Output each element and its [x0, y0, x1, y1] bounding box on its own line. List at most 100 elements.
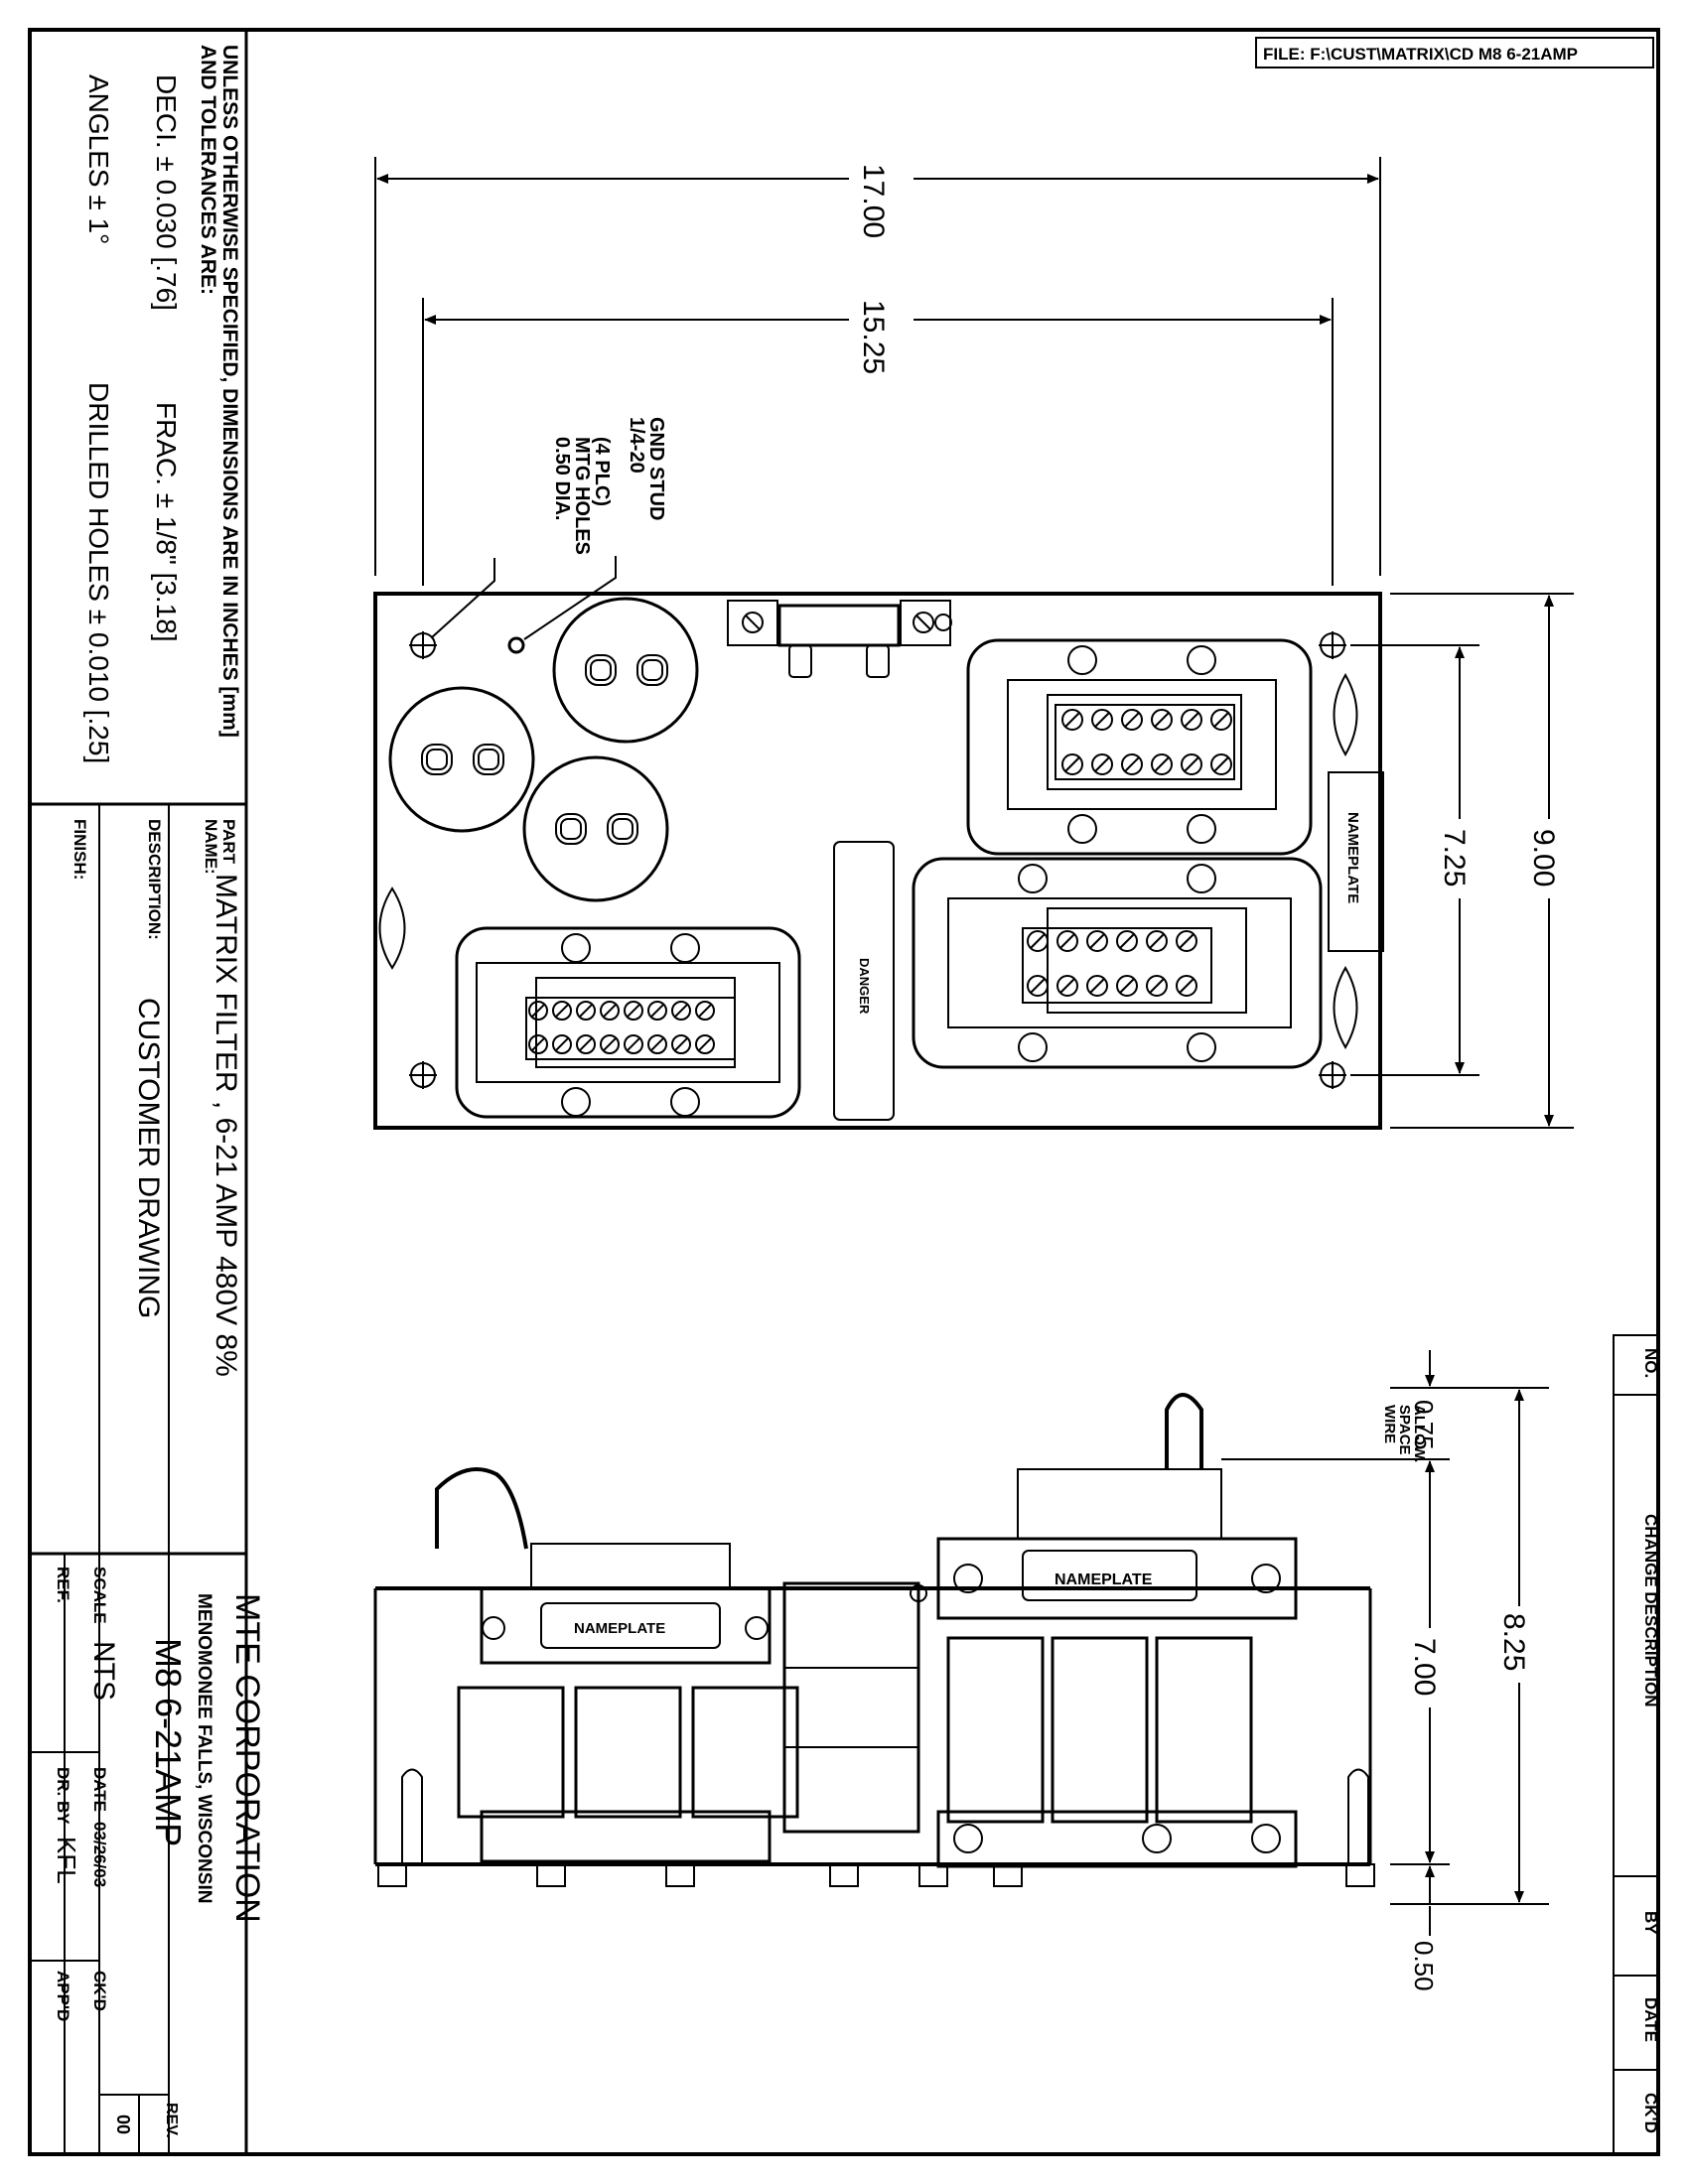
- scale-group: SCALE NTS: [87, 1567, 120, 1701]
- finish-label: FINISH:: [70, 819, 89, 880]
- wire-line1: 0.75: [1409, 1400, 1439, 1450]
- tolerance-frac-group: FRAC. ± 1/8" [3.18]: [151, 402, 182, 642]
- terminal-screw: [695, 1034, 715, 1054]
- drby-label: DR. BY: [54, 1767, 72, 1825]
- rev-label-group: REV.: [163, 2103, 180, 2138]
- side-view: 8.25 7.00 0.75 WIRE SPACE ALLOW. 0.50 NA…: [373, 1350, 1549, 1991]
- gnd-stud: [507, 636, 525, 654]
- terminal-screw: [1027, 975, 1049, 997]
- rev-label: REV.: [163, 2103, 180, 2138]
- terminal-screw: [576, 1034, 596, 1054]
- rev-no-header: NO.: [1641, 1348, 1660, 1378]
- terminal-screw: [1146, 975, 1168, 997]
- wire-line4: ALLOW.: [1411, 1405, 1428, 1462]
- terminal-screw: [600, 1001, 620, 1021]
- terminal-screw: [528, 1001, 548, 1021]
- top-view: 17.00 15.25 7.25 9.00 1/4-20 GND STUD: [373, 157, 1574, 1130]
- file-label: FILE: F:\CUST\MATRIX\CD M8 6-21AMP: [1263, 45, 1578, 64]
- tolerance-notes: UNLESS OTHERWISE SPECIFIED, DIMENSIONS A…: [197, 45, 241, 738]
- side-nameplate-small-text: NAMEPLATE: [574, 1620, 665, 1637]
- reactor-upper-right: [966, 638, 1313, 856]
- capacitor: [522, 755, 669, 902]
- terminal-screw: [1027, 930, 1049, 952]
- mounting-hole: [1319, 1061, 1346, 1089]
- terminal-screw: [647, 1034, 667, 1054]
- date-value: 03/26/03: [90, 1822, 109, 1887]
- terminal-screw: [1151, 753, 1173, 775]
- dim-overall-height: 9.00: [1527, 829, 1560, 887]
- terminal-screw: [1061, 753, 1083, 775]
- bottom-bolts: [377, 1863, 1375, 1887]
- danger-label: [833, 841, 895, 1121]
- dim-mount-height: 7.25: [1438, 829, 1471, 887]
- dim-side-overall: 8.25: [1497, 1613, 1530, 1671]
- terminal-screw: [1210, 709, 1232, 731]
- description-label-group: DESCRIPTION:: [145, 819, 164, 940]
- drby-group: DR. BY KFL: [52, 1767, 81, 1884]
- terminal-screw: [695, 1001, 715, 1021]
- terminal-block-left: [528, 1001, 715, 1054]
- danger-text: DANGER: [857, 958, 872, 1015]
- dim-side-base: 0.50: [1409, 1941, 1439, 1991]
- holes-line2: MTG HOLES: [571, 437, 593, 555]
- capacitor: [552, 597, 699, 744]
- base-bolt: [993, 1863, 1023, 1887]
- terminal-screw: [1056, 975, 1078, 997]
- tolerance-deci-group: DECI. ± 0.030 [.76]: [151, 74, 182, 311]
- rev-value-group: 00: [113, 2115, 133, 2134]
- terminal-screw: [552, 1034, 572, 1054]
- part-name-label-group: PART NAME:: [202, 819, 238, 875]
- capacitor: [388, 686, 535, 833]
- reactor-lower-right: [912, 857, 1323, 1069]
- tolerance-drilled-group: DRILLED HOLES ± 0.010 [.25]: [83, 382, 114, 763]
- tolerance-angles-group: ANGLES ± 1°: [83, 74, 114, 244]
- ref-label: REF.: [54, 1567, 72, 1603]
- tolerance-angles: ANGLES ± 1°: [83, 74, 114, 244]
- tolerance-frac: FRAC. ± 1/8" [3.18]: [151, 402, 182, 642]
- terminal-screw: [1091, 753, 1113, 775]
- base-plate: [373, 592, 1382, 1130]
- terminal-screw: [600, 1034, 620, 1054]
- terminal-screw: [1181, 709, 1202, 731]
- description-label: DESCRIPTION:: [145, 819, 164, 940]
- gnd-stud-label: 1/4-20 GND STUD: [626, 417, 667, 520]
- terminal-screw: [1121, 753, 1143, 775]
- side-reactor-left: NAMEPLATE: [435, 1467, 799, 1863]
- scale-label: SCALE: [90, 1567, 109, 1624]
- mounting-hole: [409, 1061, 437, 1089]
- terminal-screw: [1056, 930, 1078, 952]
- terminal-screw: [1146, 930, 1168, 952]
- rev-change-header: CHANGE DESCRIPTION: [1641, 1514, 1660, 1707]
- description-group: CUSTOMER DRAWING: [132, 998, 165, 1318]
- gnd-line1: 1/4-20: [626, 417, 647, 474]
- mtg-holes-label: 0.50 DIA. MTG HOLES (4 PLC): [551, 437, 613, 555]
- side-capacitor: [782, 1581, 927, 1834]
- terminal-screw: [576, 1001, 596, 1021]
- side-reactor-right: NAMEPLATE: [936, 1393, 1298, 1868]
- tolerance-line2: AND TOLERANCES ARE:: [197, 45, 219, 295]
- base-bolt: [918, 1863, 948, 1887]
- gnd-line2: GND STUD: [645, 417, 667, 520]
- tolerance-deci: DECI. ± 0.030 [.76]: [151, 74, 182, 311]
- terminal-screw: [1151, 709, 1173, 731]
- side-nameplate-large-text: NAMEPLATE: [1055, 1571, 1153, 1588]
- side-nameplate-large: [1022, 1550, 1197, 1601]
- terminal-screw: [1086, 975, 1108, 997]
- base-bolt: [665, 1863, 695, 1887]
- dim-side-height: 7.00: [1408, 1638, 1441, 1696]
- resistor: [727, 600, 952, 678]
- wire-space-label: 0.75: [1409, 1400, 1439, 1450]
- terminal-screw: [647, 1001, 667, 1021]
- terminal-screw: [552, 1001, 572, 1021]
- terminal-screw: [671, 1034, 691, 1054]
- location-group: MENOMONEE FALLS, WISCONSIN: [194, 1593, 214, 1903]
- drawing-number: M8 6-21AMP: [148, 1638, 189, 1846]
- terminal-screw: [1086, 930, 1108, 952]
- base-bolt: [536, 1863, 566, 1887]
- appd-group: APP'D: [54, 1971, 72, 2021]
- base-bolt: [1345, 1863, 1375, 1887]
- company-name: MTE CORPORATION: [228, 1593, 266, 1923]
- holes-line1: 0.50 DIA.: [551, 437, 573, 520]
- top-nameplate: [1328, 771, 1384, 952]
